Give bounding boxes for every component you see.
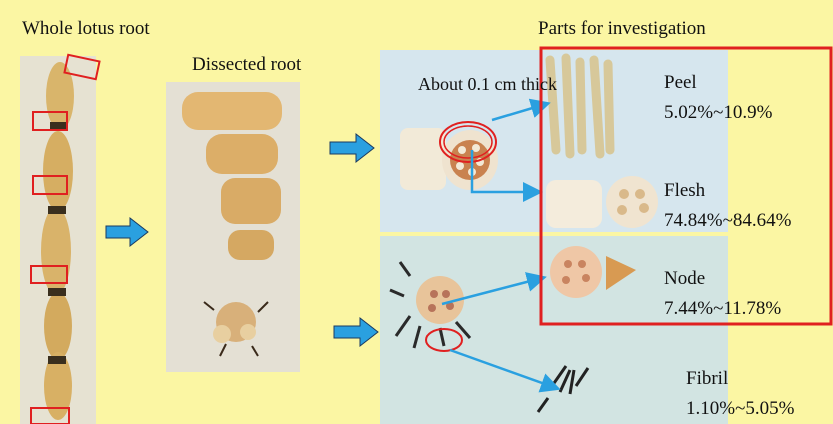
arrow-to-node [442, 278, 542, 304]
arrow-to-flesh [472, 150, 538, 192]
part-name-fibril: Fibril [686, 368, 728, 390]
block-arrow-3 [334, 318, 378, 346]
part-name-node: Node [664, 268, 705, 290]
part-range-node: 7.44%~11.78% [664, 298, 781, 320]
fibril-ellipse [426, 329, 462, 351]
thickness-callout: About 0.1 cm thick [418, 74, 557, 95]
part-range-peel: 5.02%~10.9% [664, 102, 772, 124]
part-name-flesh: Flesh [664, 180, 705, 202]
arrow-to-peel [492, 104, 546, 120]
thickness-ellipse [440, 122, 496, 162]
block-arrow-1 [106, 218, 148, 246]
part-name-peel: Peel [664, 72, 697, 94]
arrow-to-fibril [450, 350, 556, 388]
part-range-fibril: 1.10%~5.05% [686, 398, 794, 420]
block-arrow-2 [330, 134, 374, 162]
part-range-flesh: 74.84%~84.64% [664, 210, 791, 232]
